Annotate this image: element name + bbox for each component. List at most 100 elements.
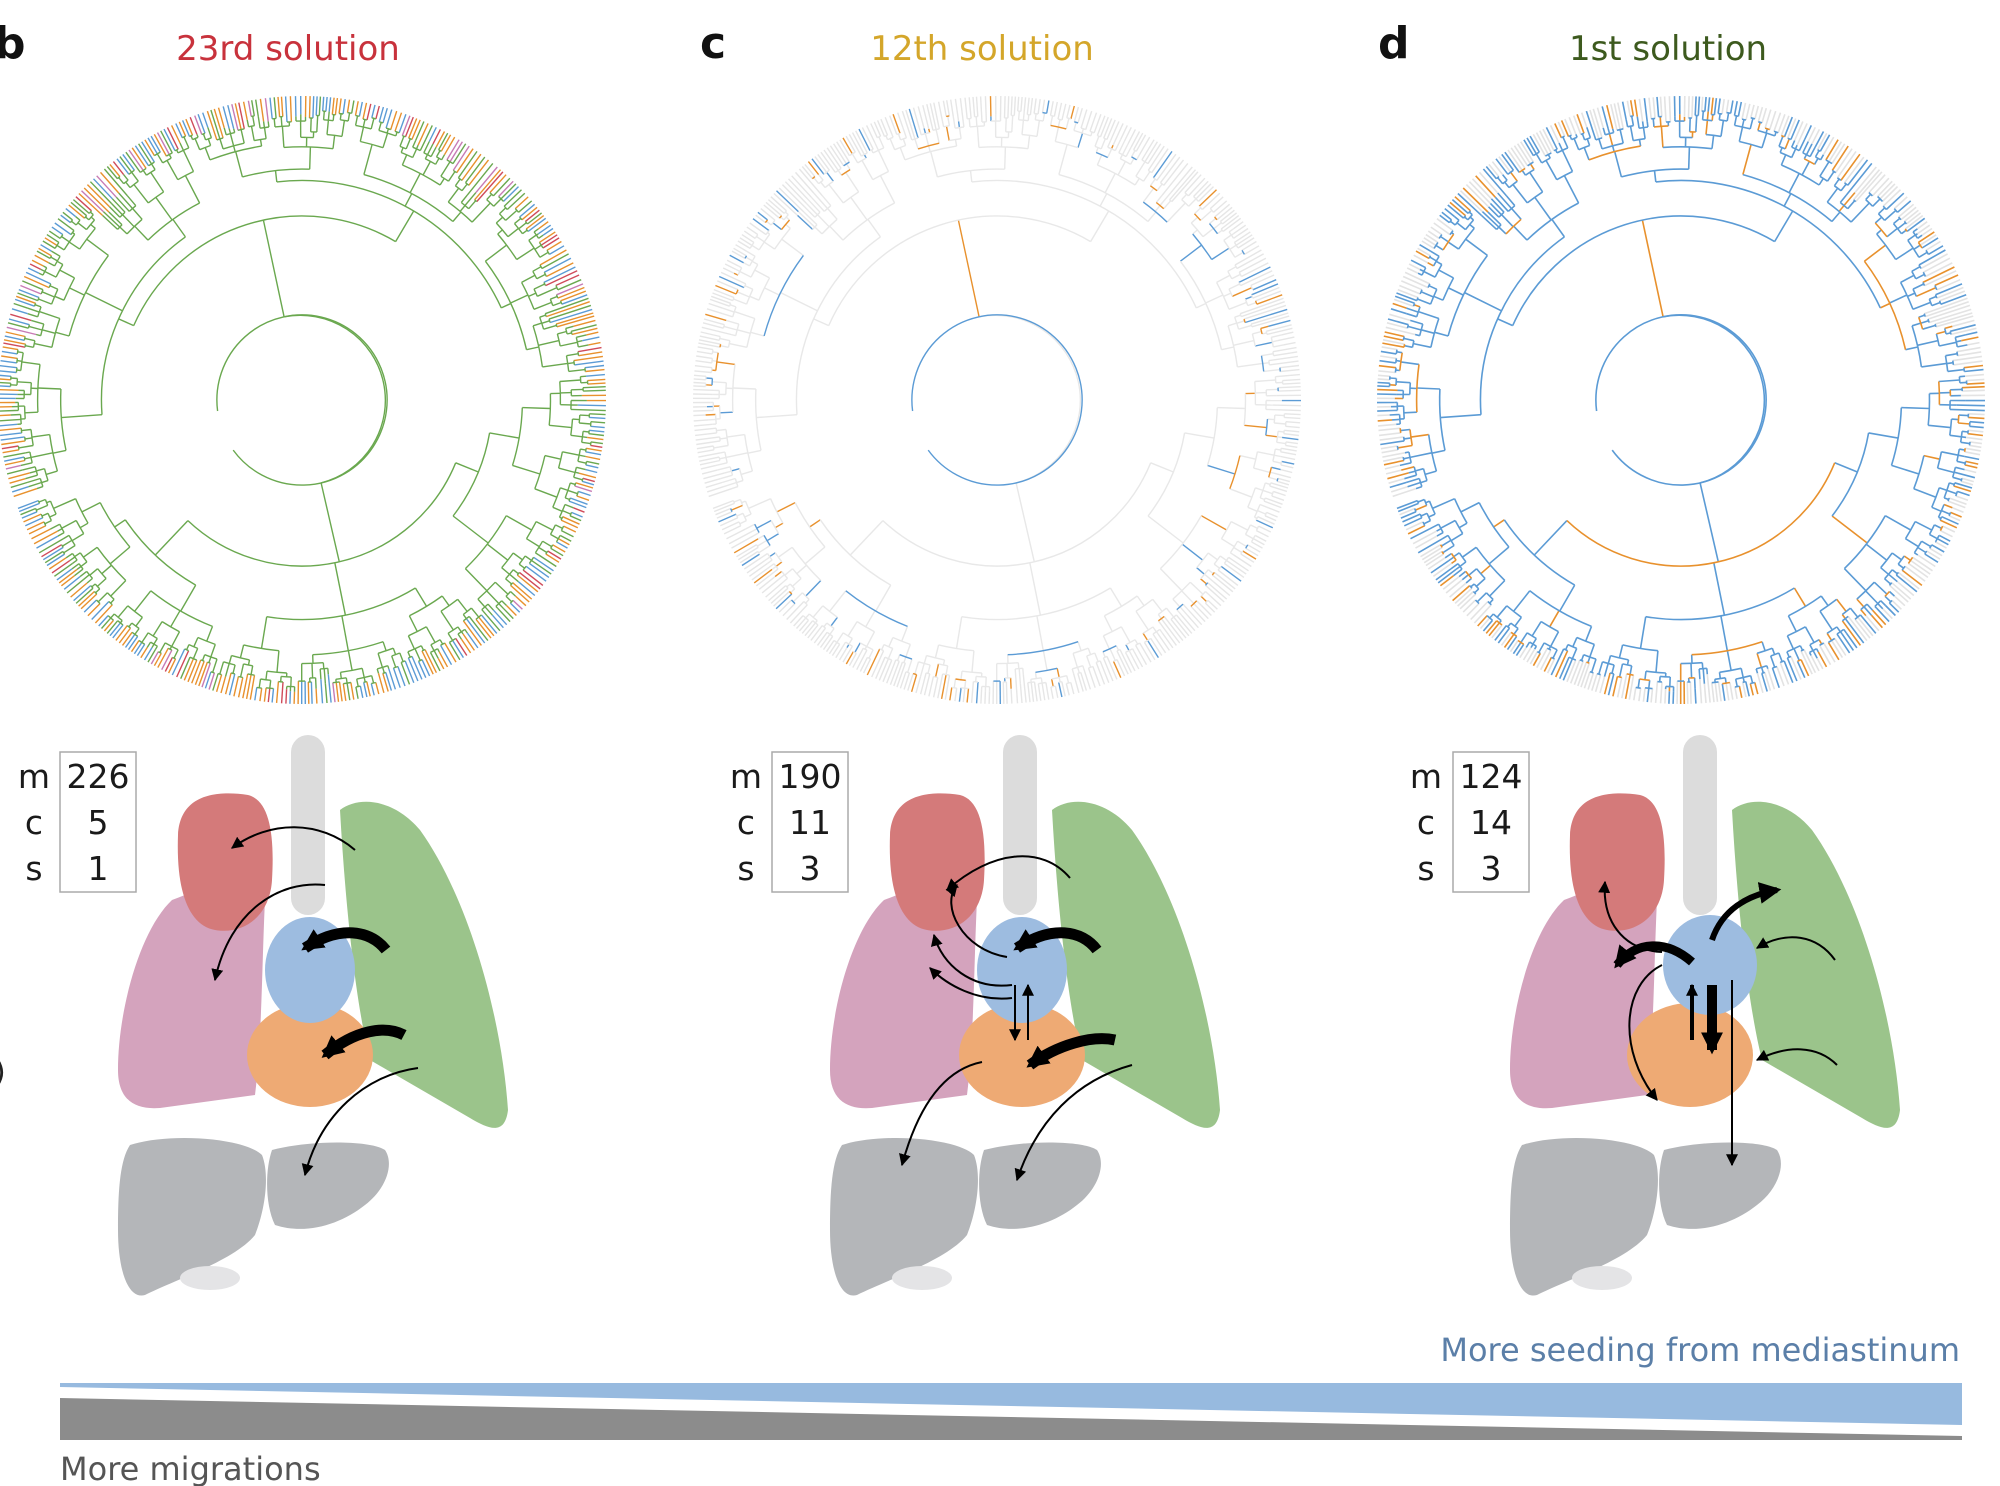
tree-internal-branch [1911,325,1923,368]
tree-internal-branch [938,663,948,667]
tree-internal-branch [1498,211,1505,218]
tree-leaf-branch [1219,209,1235,222]
tree-leaf-branch [1284,429,1300,433]
tree-internal-branch [824,180,834,189]
tree-internal-branch [465,182,470,186]
tree-internal-branch [1526,191,1544,204]
tree-internal-branch [117,605,129,618]
tree-internal-branch [955,678,966,681]
tree-leaf-branch [1535,132,1550,155]
tree-leaf-branch [1542,128,1555,152]
tree-internal-branch [516,247,535,261]
tree-internal-branch [1259,482,1266,499]
tree-internal-branch [1645,670,1666,674]
tree-internal-branch [1793,587,1807,607]
tree-leaf-branch [848,652,857,667]
tree-internal-branch [947,115,951,126]
tree-leaf-branch [1234,249,1262,266]
tree-internal-branch [1021,133,1038,138]
tree-internal-branch [1538,642,1545,653]
tree-internal-branch [785,216,790,221]
tree-internal-branch [1453,568,1463,577]
tree-internal-branch [1809,647,1817,654]
tree-leaf-branch [1283,433,1299,437]
tree-leaf-branch [962,688,966,703]
tree-leaf-branch [1465,184,1490,208]
tree-leaf-branch [1222,217,1242,232]
tree-internal-branch [1089,210,1110,242]
tree-internal-branch [505,515,532,531]
tree-leaf-branch [1800,659,1810,677]
tree-internal-branch [423,152,432,158]
tree-internal-branch [1586,661,1590,664]
tree-leaf-branch [1470,600,1489,621]
tree-internal-branch [1551,218,1566,238]
tree-leaf-branch [1157,633,1170,651]
tree-leaf-branch [1073,106,1080,122]
tree-internal-branch [1956,351,1959,356]
tree-leaf-branch [448,642,461,661]
tree-leaf-branch [191,659,202,684]
tree-leaf-branch [1642,687,1646,702]
tree-internal-branch [1447,241,1460,250]
tree-internal-branch [44,499,49,506]
tree-leaf-branch [491,614,504,629]
tree-internal-branch [1196,600,1202,606]
tree-leaf-branch [197,114,206,134]
tree-internal-branch [1034,112,1039,115]
tree-leaf-branch [1278,389,1301,392]
tree-internal-branch [792,592,803,603]
tree-internal-branch [865,610,876,628]
tree-internal-branch [828,215,1091,326]
tree-internal-branch [362,118,368,121]
tree-leaf-branch [581,480,595,486]
tree-internal-branch [1027,135,1031,149]
tree-leaf-branch [1779,662,1790,685]
tree-leaf-branch [574,485,593,493]
tree-leaf-branch [247,100,252,117]
tree-internal-branch [1726,650,1732,671]
tree-internal-branch [495,216,504,224]
tree-internal-branch [1217,229,1223,235]
tree-leaf-branch [1831,145,1849,171]
tree-leaf-branch [546,262,574,278]
tree-leaf-branch [318,96,322,116]
tree-leaf-branch [741,234,755,243]
tree-internal-branch [1276,431,1279,443]
tree-leaf-branch [17,499,39,510]
stat-value: 5 [88,803,109,842]
tree-internal-branch [86,577,93,584]
tree-internal-branch [1892,217,1901,225]
tree-internal-branch [1892,223,1903,235]
tree-internal-branch [833,639,841,645]
tree-internal-branch [1159,568,1183,592]
tree-leaf-branch [1967,432,1983,437]
tree-leaf-branch [8,472,30,480]
tree-internal-branch [1228,301,1247,310]
tree-leaf-branch [1029,98,1034,115]
tree-leaf-branch [83,599,97,613]
tree-leaf-branch [1710,97,1714,115]
tree-internal-branch [1395,358,1398,363]
tree-leaf-branch [693,419,709,422]
tree-leaf-branch [166,127,179,150]
tree-internal-branch [1726,111,1731,115]
tree-internal-branch [1941,451,1959,456]
tree-internal-branch [477,598,486,608]
tree-leaf-branch [1592,108,1603,139]
tree-leaf-branch [1216,206,1233,221]
tree-leaf-branch [13,302,28,309]
tree-leaf-branch [848,133,863,157]
tree-leaf-branch [582,409,606,412]
tree-leaf-branch [1462,599,1477,613]
tree-internal-branch [1921,362,1947,368]
tree-internal-branch [487,603,495,611]
tree-leaf-branch [1382,342,1405,348]
tree-internal-branch [1786,644,1801,653]
tree-leaf-branch [1280,373,1300,377]
tree-internal-branch [1529,171,1544,193]
tree-leaf-branch [1280,368,1300,373]
tree-internal-branch [1508,180,1518,189]
tree-internal-branch [723,481,737,488]
tree-internal-branch [583,430,590,433]
